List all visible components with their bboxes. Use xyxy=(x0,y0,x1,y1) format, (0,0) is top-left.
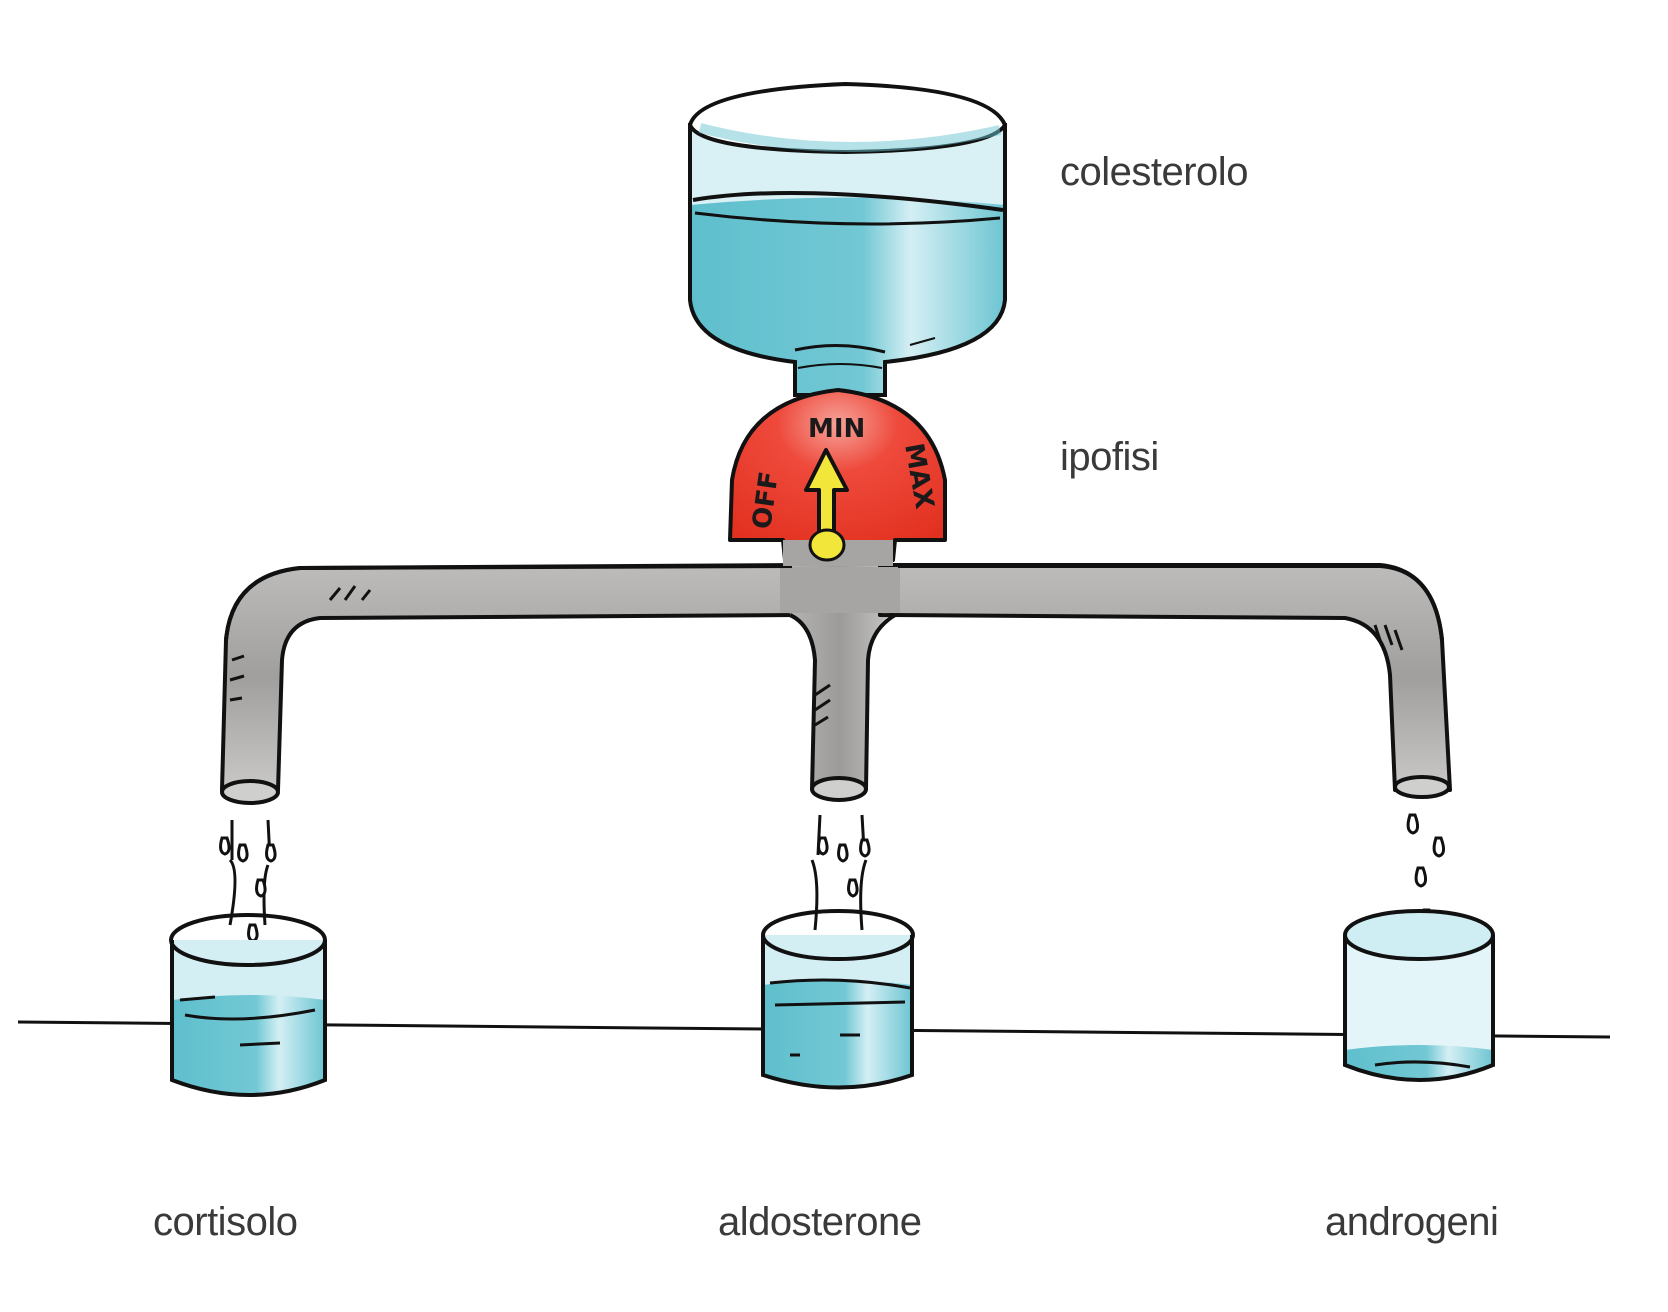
cholesterol-reservoir xyxy=(687,81,1008,397)
pipe-outlet-androgeni xyxy=(1393,775,1451,799)
flow-cortisolo xyxy=(219,819,277,943)
dial-needle-icon xyxy=(804,448,849,562)
pipe-outlet-aldosterone xyxy=(810,776,868,802)
label-cortisolo: cortisolo xyxy=(153,1200,298,1244)
label-androgeni: androgeni xyxy=(1325,1200,1499,1244)
label-ipofisi: ipofisi xyxy=(1060,435,1159,479)
beaker-androgeni xyxy=(1343,909,1495,1082)
pituitary-dial: MIN OFF MAX xyxy=(728,388,947,566)
beaker-cortisolo xyxy=(169,913,327,1097)
label-aldosterone: aldosterone xyxy=(718,1200,922,1244)
distribution-pipes xyxy=(220,563,1452,805)
beaker-aldosterone xyxy=(761,909,915,1090)
pipe-outlet-cortisolo xyxy=(220,779,280,805)
dial-label-min: MIN xyxy=(808,414,865,444)
label-colesterolo: colesterolo xyxy=(1060,150,1248,194)
